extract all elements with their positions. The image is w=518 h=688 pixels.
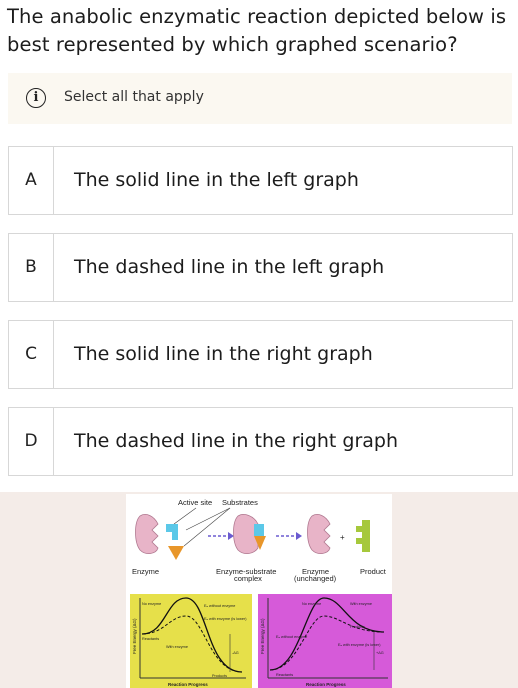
option-a[interactable]: A The solid line in the left graph bbox=[8, 146, 513, 215]
substrates-pointer-1 bbox=[185, 507, 231, 531]
right-solid-curve bbox=[269, 597, 385, 671]
complex-enzyme-shape bbox=[233, 514, 259, 554]
enzyme-unchanged-label-1: Enzyme bbox=[302, 567, 329, 576]
option-letter: D bbox=[9, 408, 54, 475]
left-ea-with-label: Eₐ with enzyme (is lower) bbox=[204, 617, 247, 621]
substrate-blue-stem bbox=[172, 530, 178, 540]
left-with-enzyme-label: With enzyme bbox=[166, 645, 188, 649]
question-text: The anabolic enzymatic reaction depicted… bbox=[7, 5, 507, 56]
figure-svg: Active site Substrates + Enzyme Enzyme-s… bbox=[130, 498, 392, 688]
right-graph-background bbox=[258, 594, 392, 688]
option-letter: C bbox=[9, 321, 54, 388]
left-reactants-label: Reactants bbox=[142, 637, 159, 641]
info-icon: i bbox=[26, 88, 46, 108]
right-xlabel: Reaction Progress bbox=[306, 682, 346, 687]
left-solid-curve bbox=[141, 597, 243, 673]
right-ea-without-label: Eₐ without enzyme bbox=[276, 635, 307, 639]
active-site-label: Active site bbox=[178, 498, 212, 507]
left-xlabel: Reaction Progress bbox=[168, 682, 208, 687]
complex-label-1: Enzyme-substrate bbox=[216, 567, 276, 576]
left-ylabel: Free Energy (ΔG) bbox=[132, 618, 137, 654]
enzyme-label: Enzyme bbox=[132, 567, 159, 576]
active-site-pointer bbox=[173, 507, 197, 525]
arrow-head-1 bbox=[228, 532, 234, 540]
option-letter: B bbox=[9, 234, 54, 301]
option-c[interactable]: C The solid line in the right graph bbox=[8, 320, 513, 389]
left-graph-background bbox=[130, 594, 252, 688]
left-graph: Free Energy (ΔG) Reaction Progress No en… bbox=[130, 594, 252, 688]
enzyme-reaction-figure: Active site Substrates + Enzyme Enzyme-s… bbox=[126, 494, 392, 688]
complex-substrate-blue bbox=[254, 524, 264, 536]
right-dashed-curve bbox=[269, 615, 385, 671]
right-products-label: Products bbox=[350, 625, 365, 629]
option-label: The dashed line in the right graph bbox=[74, 430, 399, 452]
enzyme-unchanged-label-2: (unchanged) bbox=[294, 574, 337, 583]
option-label: The dashed line in the left graph bbox=[74, 256, 385, 278]
enzyme-unchanged-shape bbox=[307, 514, 331, 554]
left-dg-label: -ΔG bbox=[232, 651, 239, 655]
right-ea-with-label: Eₐ with enzyme (is lower) bbox=[338, 643, 381, 647]
right-no-enzyme-label: No enzyme bbox=[302, 602, 321, 606]
product-label: Product bbox=[360, 567, 387, 576]
right-graph: Free Energy (ΔG) Reaction Progress No en… bbox=[258, 594, 392, 688]
product-shape bbox=[356, 520, 370, 552]
option-label: The solid line in the right graph bbox=[74, 343, 373, 365]
left-no-enzyme-label: No enzyme bbox=[142, 602, 161, 606]
arrow-head-2 bbox=[296, 532, 302, 540]
right-with-enzyme-label: With enzyme bbox=[350, 602, 372, 606]
enzyme-shape bbox=[135, 514, 159, 554]
option-d[interactable]: D The dashed line in the right graph bbox=[8, 407, 513, 476]
option-b[interactable]: B The dashed line in the left graph bbox=[8, 233, 513, 302]
option-label: The solid line in the left graph bbox=[74, 169, 359, 191]
substrate-orange bbox=[168, 546, 184, 560]
complex-substrate-orange bbox=[254, 536, 266, 550]
option-letter: A bbox=[9, 147, 54, 214]
left-products-label: Products bbox=[212, 674, 227, 678]
substrates-pointer-2 bbox=[183, 507, 231, 547]
right-dg-label: +ΔG bbox=[376, 651, 384, 655]
hint-box: i Select all that apply bbox=[8, 73, 512, 124]
substrate-blue bbox=[166, 524, 178, 532]
left-dashed-curve bbox=[141, 615, 243, 673]
right-ylabel: Free Energy (ΔG) bbox=[260, 618, 265, 654]
substrates-label: Substrates bbox=[222, 498, 258, 507]
left-ea-without-label: Eₐ without enzyme bbox=[204, 604, 235, 608]
hint-text: Select all that apply bbox=[64, 89, 204, 105]
complex-label-2: complex bbox=[234, 574, 262, 583]
right-reactants-label: Reactants bbox=[276, 673, 293, 677]
plus-sign: + bbox=[340, 533, 345, 542]
